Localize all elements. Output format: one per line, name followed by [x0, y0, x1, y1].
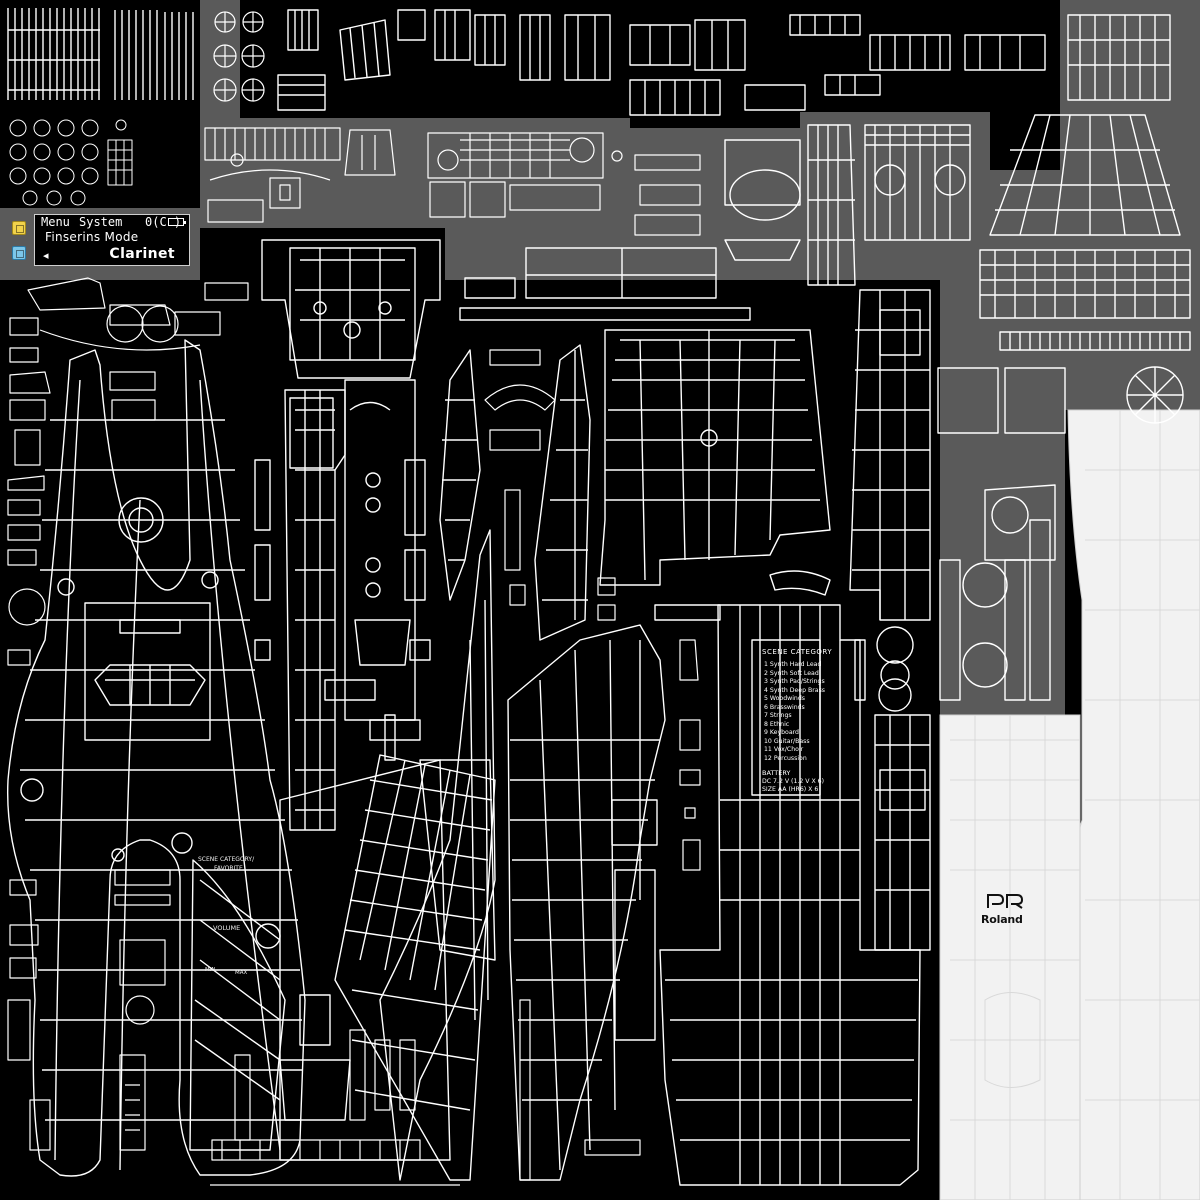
volume-label: VOLUME: [213, 924, 241, 932]
lcd-menu-label: Menu: [41, 215, 70, 229]
scene-item: 12 Percussion: [764, 754, 807, 762]
scene-item: 2 Synth Soft Lead: [764, 669, 819, 677]
wheel-group: [213, 11, 265, 102]
lcd-instrument-label: Clarinet: [109, 246, 175, 262]
left-arrow-icon: ◂: [43, 249, 49, 262]
favorite-subtitle: FAVORITE: [214, 865, 243, 872]
roland-logo-mark: [987, 894, 1024, 909]
battery-icon: [168, 218, 186, 226]
gray-region-top-left-strip: [200, 0, 240, 118]
scene-item: 10 Guitar/Bass: [764, 737, 810, 745]
scene-item: 1 Synth Hard Lead: [764, 661, 822, 668]
gray-band-parts: [204, 127, 701, 236]
lcd-mode-label: Finserins Mode: [45, 230, 139, 244]
strip-group-top-left: [7, 8, 194, 100]
brand-name: Roland: [981, 913, 1023, 926]
min-label: MIN: [205, 967, 216, 973]
right-top-blocks: [724, 114, 1191, 434]
lcd-screen: Menu System 0(C ) Finserins Mode ◂ Clari…: [34, 214, 190, 266]
light-panel-wire: [950, 410, 1200, 1200]
screen-housing: [261, 239, 751, 379]
lcd-system-label: System: [79, 215, 123, 229]
scene-item: 5 Woodwinds: [764, 695, 806, 702]
left-body-shell: [6, 339, 306, 1177]
battery-size: SIZE AA (HR6) X 6: [762, 786, 819, 793]
right-lower-column: [854, 484, 1056, 951]
max-label: MAX: [235, 970, 248, 976]
scene-category-title: SCENE CATEGORY: [762, 648, 833, 656]
yellow-square-icon: [12, 221, 26, 235]
gray-region-topright: [1060, 0, 1200, 170]
scene-category-list: 1 Synth Hard Lead 2 Synth Soft Lead 3 Sy…: [764, 661, 825, 763]
scattered-parts: [7, 349, 701, 1186]
long-blade-parts: [379, 344, 666, 1181]
keypad-panel: [254, 379, 431, 831]
blue-square-icon: [12, 246, 26, 260]
scene-item: 7 Strings: [764, 712, 792, 719]
favorite-title: SCENE CATEGORY/: [198, 856, 255, 863]
diagonal-key-strip: [279, 754, 496, 1181]
battery-title: BATTERY: [762, 769, 791, 777]
scene-item: 6 Brasswinds: [764, 703, 805, 711]
battery-spec: DC 7.2 V (1.2 V X 6): [762, 778, 825, 785]
gear-group: [9, 119, 133, 206]
scene-item: 4 Synth Deep Brass: [764, 686, 826, 694]
uv-wire-islands: [6, 8, 1191, 1186]
scene-item: 3 Synth Pad/Strings: [764, 678, 825, 685]
scene-item: 8 Ethnic: [764, 720, 790, 728]
top-bands: [277, 9, 1171, 116]
scene-item: 9 Keyboard: [764, 729, 799, 736]
lower-body-panel: [659, 604, 921, 1186]
scene-item: 11 Vox/Choir: [764, 746, 804, 753]
skirt-pieces: [599, 289, 931, 621]
light-panel-upper: [1067, 409, 1200, 1200]
gray-region-right-mid: [940, 410, 1065, 715]
left-column-items: [7, 277, 249, 979]
